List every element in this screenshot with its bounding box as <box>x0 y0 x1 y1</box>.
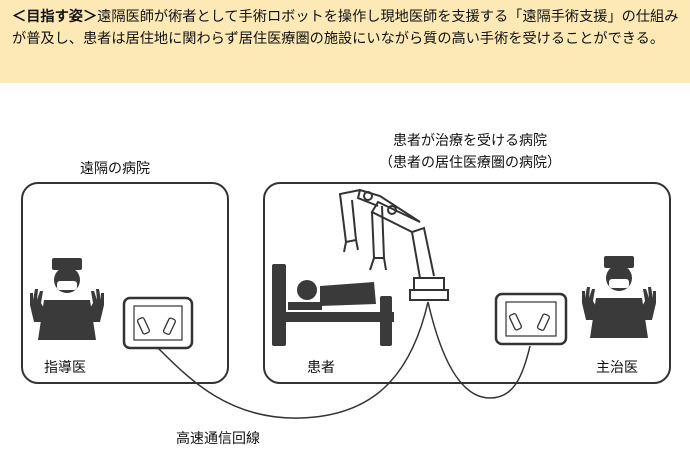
local-doctor-label: 主治医 <box>596 360 638 376</box>
remote-hospital-box <box>21 182 229 384</box>
goal-lead: ＜目指す姿＞ <box>12 9 98 25</box>
remote-surgeon-icon <box>30 258 104 340</box>
local-hospital-title-line1: 患者が治療を受ける病院 <box>393 133 547 149</box>
local-surgeon-icon <box>582 256 656 338</box>
patient-label: 患者 <box>307 360 335 376</box>
goal-body: 遠隔医師が術者として手術ロボットを操作し現地医師を支援する「遠隔手術支援」の仕組… <box>12 9 679 47</box>
bed-icon <box>272 264 394 346</box>
network-cable <box>157 301 531 419</box>
network-label: 高速通信回線 <box>176 431 260 447</box>
remote-doctor-label: 指導医 <box>44 360 86 376</box>
robot-arm-icon <box>338 188 449 301</box>
goal-text: ＜目指す姿＞遠隔医師が術者として手術ロボットを操作し現地医師を支援する「遠隔手術… <box>12 6 680 50</box>
remote-monitor-icon <box>122 296 194 350</box>
goal-banner: ＜目指す姿＞遠隔医師が術者として手術ロボットを操作し現地医師を支援する「遠隔手術… <box>0 0 690 83</box>
local-hospital-title-line2: （患者の居住医療圏の病院） <box>379 155 561 171</box>
local-hospital-box <box>263 182 671 384</box>
local-monitor-icon <box>494 292 568 346</box>
remote-hospital-title: 遠隔の病院 <box>80 161 150 177</box>
